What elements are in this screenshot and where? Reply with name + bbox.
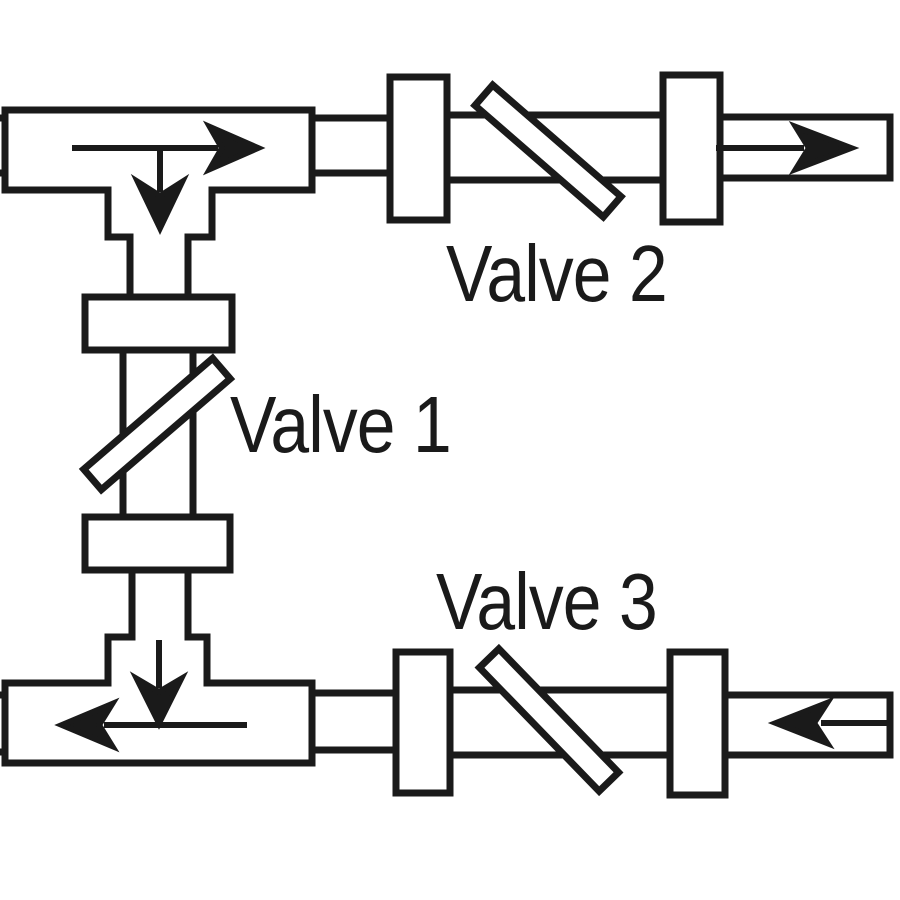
- flow-arrow-right-outlet-icon: [716, 121, 860, 175]
- flow-arrow-left-inlet-icon: [767, 696, 891, 750]
- flow-arrow-down-bottom-tee-icon: [129, 640, 189, 730]
- top-connector-pipe: [301, 114, 399, 177]
- flow-arrow-down-top-tee-icon: [130, 148, 190, 235]
- valve-2-lever-icon: [470, 80, 626, 222]
- flow-arrow-right-top-tee-icon: [72, 120, 266, 176]
- valve-2-label: Valve 2: [446, 229, 668, 318]
- valve-3-label: Valve 3: [436, 557, 658, 646]
- valve-1-lower-flange: [81, 513, 234, 574]
- bottom-connector-pipe: [301, 689, 407, 754]
- flow-arrow-left-bottom-tee-icon: [54, 697, 247, 753]
- valve-2-right-flange: [659, 71, 724, 226]
- valve-3-right-flange: [666, 648, 729, 799]
- valve-1-lever-icon: [78, 353, 236, 495]
- valve-2-left-flange: [386, 73, 451, 224]
- valve-3-lever-icon: [474, 643, 624, 797]
- valve-3-left-flange: [392, 648, 454, 797]
- valve-1-label: Valve 1: [230, 380, 452, 469]
- valve-1-upper-flange: [81, 293, 236, 354]
